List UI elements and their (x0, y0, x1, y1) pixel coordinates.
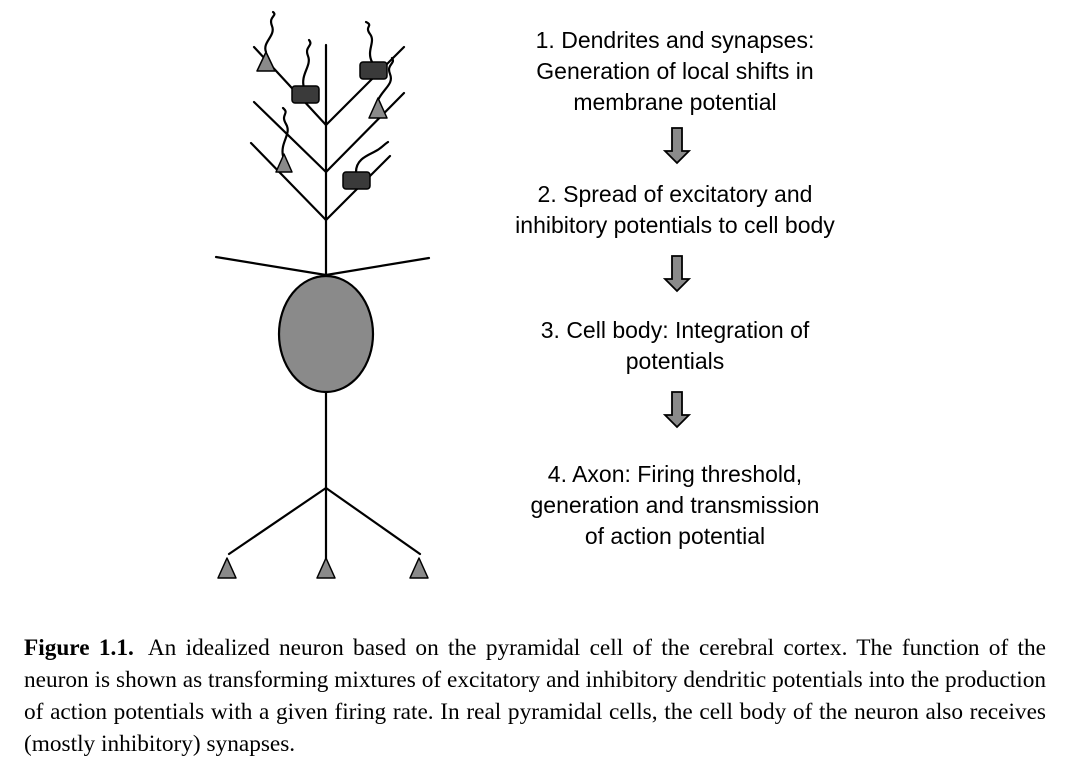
dendrite-branch-left-mid (252, 100, 328, 174)
caption-label: Figure 1.1. (24, 635, 134, 662)
inhibitory-synapse (359, 61, 388, 80)
inhibitory-synapse (342, 171, 371, 190)
dendrite-branch-right-top (324, 45, 406, 127)
afferent-fiber (364, 20, 374, 64)
down-arrow-icon (663, 255, 691, 293)
excitatory-synapse (256, 51, 276, 72)
basal-dendrite-left (214, 255, 328, 277)
inhibitory-synapse (291, 85, 320, 104)
step-4-axon-label: 4. Axon: Firing threshold, generation an… (530, 461, 820, 549)
afferent-fiber (354, 140, 390, 174)
axon-terminal (316, 557, 336, 579)
caption-text: An idealized neuron based on the pyramid… (24, 635, 1046, 758)
step-2-spread-label: 2. Spread of excitatory and inhibitory p… (515, 181, 835, 238)
excitatory-synapse (368, 97, 388, 119)
figure-caption: Figure 1.1.An idealized neuron based on … (24, 632, 1046, 760)
afferent-fiber (302, 38, 312, 90)
step-3-cell-body-label: 3. Cell body: Integration of potentials (540, 317, 810, 374)
dendrite-branch-left-low (249, 141, 328, 222)
figure-1-1: 1. Dendrites and synapses: Generation of… (214, 10, 835, 579)
afferent-fiber (281, 106, 289, 158)
cell-body-soma (277, 274, 375, 394)
axon-terminal (217, 557, 237, 579)
pyramidal-neuron-diagram (214, 10, 431, 579)
basal-dendrite-right (324, 256, 431, 277)
axon-collateral-right (324, 486, 422, 556)
excitatory-synapse (275, 153, 293, 173)
afferent-fiber (376, 56, 394, 102)
axon-collateral-left (227, 486, 328, 556)
afferent-fiber (264, 10, 276, 54)
down-arrow-icon (663, 127, 691, 165)
axon-terminal (409, 557, 429, 579)
dendrite-branch-right-mid (324, 91, 406, 174)
down-arrow-icon (663, 391, 691, 429)
step-1-dendrites-label: 1. Dendrites and synapses: Generation of… (535, 27, 815, 115)
